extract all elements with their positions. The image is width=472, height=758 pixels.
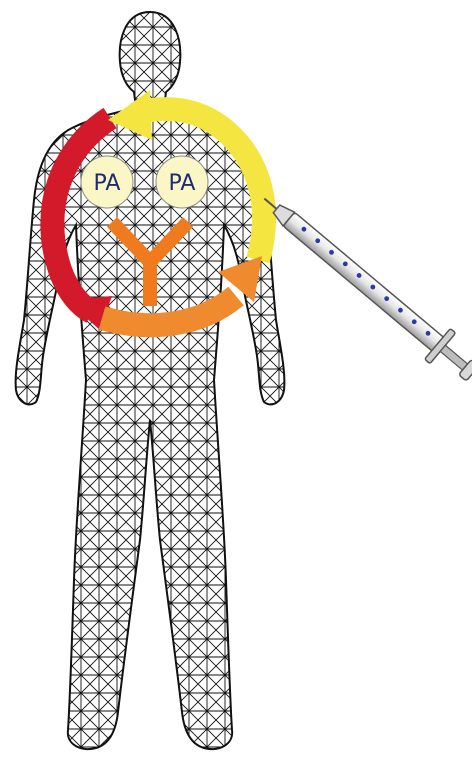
antigen-left: PA (81, 156, 133, 208)
antigen-right: PA (156, 156, 208, 208)
antigen-right-label: PA (169, 171, 196, 196)
antigen-left-label: PA (94, 171, 121, 196)
syringe-icon (251, 183, 472, 388)
